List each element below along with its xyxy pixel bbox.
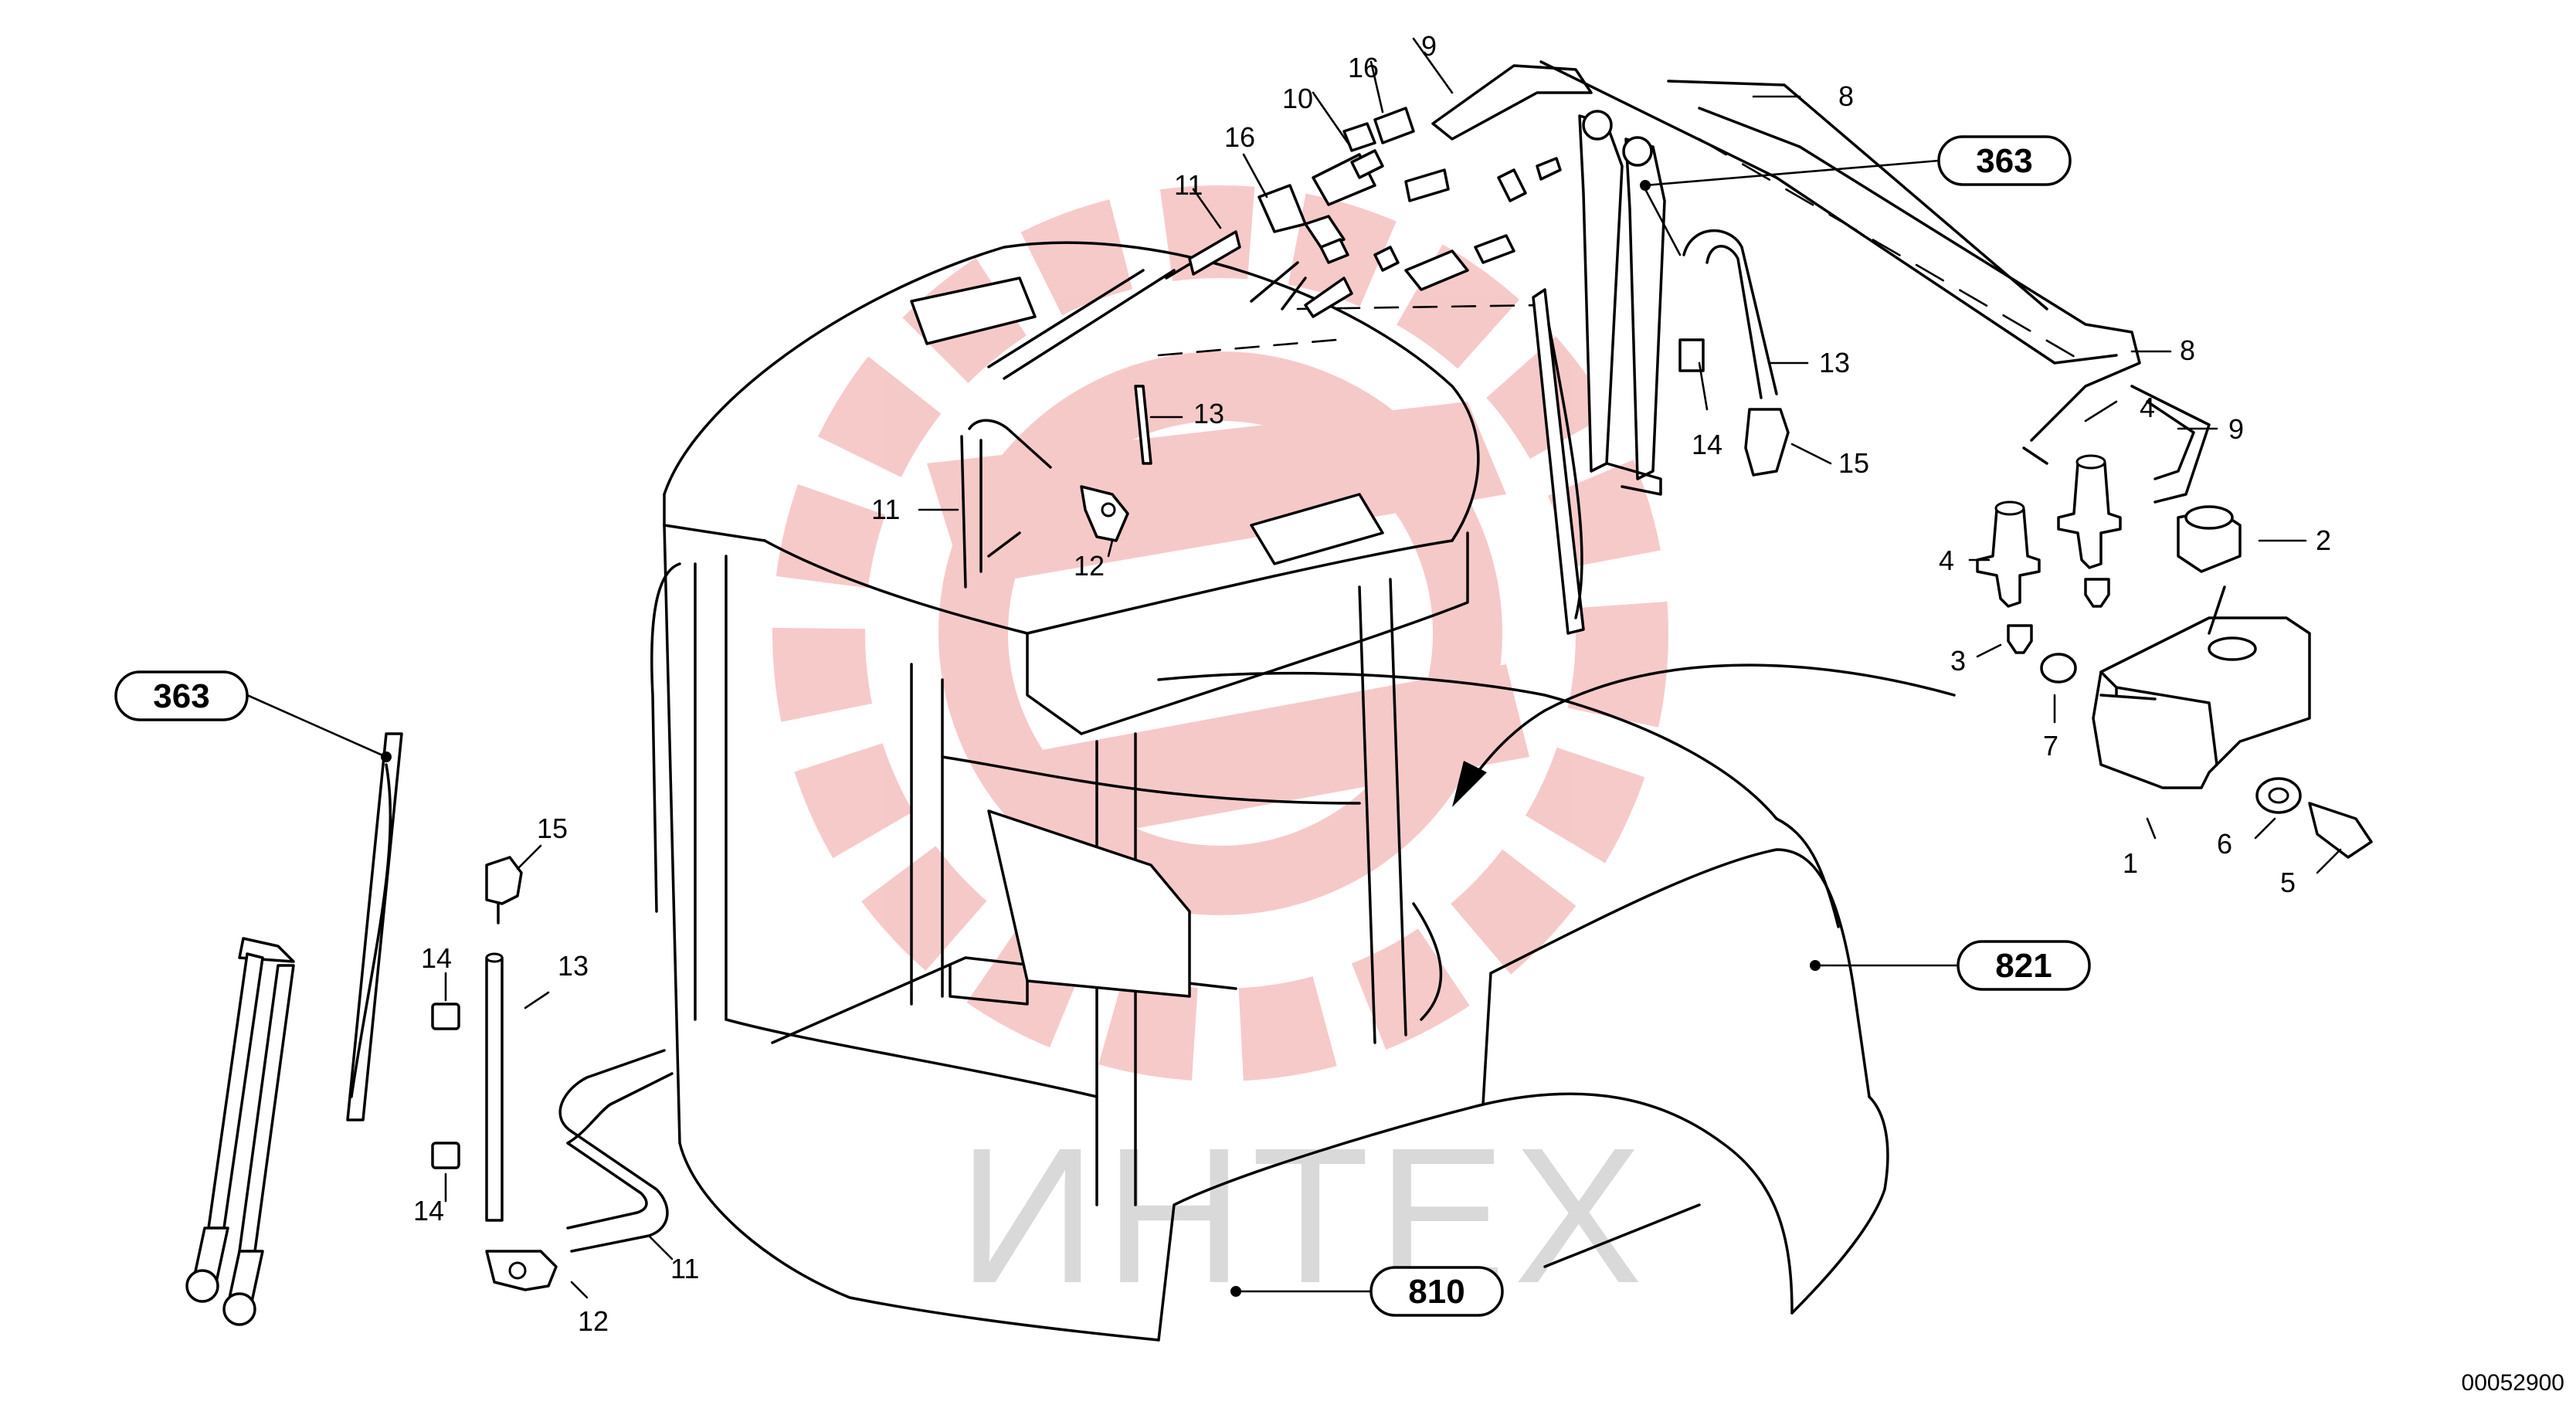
callout-810-label: 810 <box>1408 1273 1464 1311</box>
part-label-11: 11 <box>1174 169 1203 201</box>
part-label-16: 16 <box>1348 52 1379 83</box>
callout-363-top-label: 363 <box>1976 142 2032 180</box>
part-label-11: 11 <box>670 1253 699 1284</box>
top-fittings <box>1188 107 1562 318</box>
part-label-13: 13 <box>1193 398 1224 429</box>
reference-callouts: 363 363 821 810 <box>114 135 2091 1317</box>
part-label-14: 14 <box>1692 429 1722 460</box>
part-label-16: 16 <box>1224 121 1255 153</box>
callout-821 <box>1957 940 2091 991</box>
part-label-1: 1 <box>2123 847 2138 879</box>
part-label-11: 11 <box>871 494 900 525</box>
callout-821-label: 821 <box>1995 947 2052 985</box>
part-label-3: 3 <box>1950 645 1966 677</box>
part-label-9: 9 <box>1421 30 1437 62</box>
part-label-12: 12 <box>1074 550 1105 582</box>
part-label-10: 10 <box>1282 83 1313 114</box>
part-label-12: 12 <box>578 1305 609 1337</box>
callout-363-left <box>114 670 249 721</box>
part-label-4: 4 <box>2140 392 2155 423</box>
washer-pump-left <box>1976 500 2041 608</box>
part-label-5: 5 <box>2280 867 2296 898</box>
washer-pump-right <box>2057 454 2122 569</box>
hose-11-top <box>960 385 1152 589</box>
callout-363-top <box>1937 135 2072 186</box>
wiper-left <box>185 732 403 1326</box>
part-label-14: 14 <box>413 1195 444 1226</box>
part-label-14: 14 <box>421 942 452 974</box>
watermark-logo <box>772 185 1668 1081</box>
washer-reservoir <box>2007 505 2373 859</box>
assembly-arrow <box>1452 663 1956 807</box>
cab-outline <box>650 241 1889 1342</box>
hose-13-right <box>1678 229 1790 477</box>
leader-lines <box>246 37 2342 1299</box>
part-label-6: 6 <box>2217 828 2232 860</box>
watermark-text: ИНТЕХ <box>958 1108 1650 1323</box>
callout-810 <box>1369 1266 1504 1317</box>
part-label-4: 4 <box>1939 545 1954 576</box>
part-label-2: 2 <box>2316 524 2331 556</box>
hose-top-assembly <box>987 60 2211 504</box>
part-label-13: 13 <box>1819 347 1850 378</box>
part-label-8: 8 <box>1838 80 1854 112</box>
part-label-7: 7 <box>2043 730 2058 762</box>
part-label-8: 8 <box>2180 334 2195 366</box>
wiper-top <box>1532 110 1666 635</box>
part-label-15: 15 <box>1838 447 1869 479</box>
part-label-13: 13 <box>558 950 589 982</box>
part-label-15: 15 <box>537 813 568 844</box>
left-small-parts <box>431 856 674 1291</box>
part-number-labels: 9 16 10 16 11 8 13 12 11 14 13 15 8 9 4 … <box>413 30 2331 1337</box>
callout-363-left-label: 363 <box>153 677 209 715</box>
document-number: 00052900 <box>2462 1370 2564 1396</box>
part-label-9: 9 <box>2228 413 2244 445</box>
